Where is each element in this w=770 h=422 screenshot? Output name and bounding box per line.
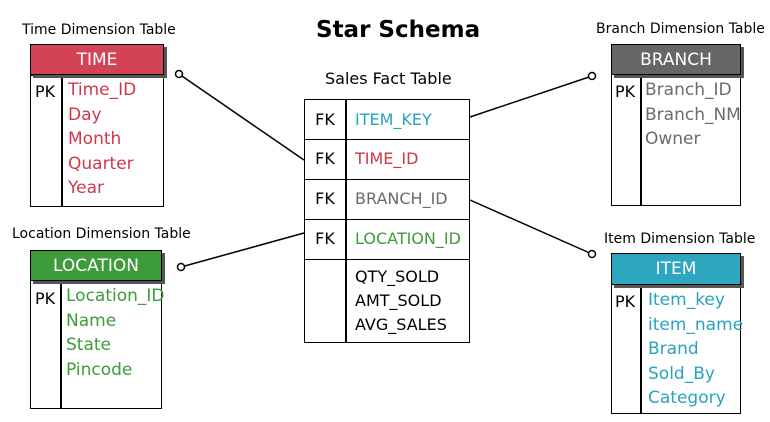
item-fields: Item_key item_name Brand Sold_By Categor… — [648, 288, 743, 411]
location-pk-label: PK — [35, 289, 56, 308]
location-field-state: State — [66, 335, 111, 355]
fact-measures: QTY_SOLD AMT_SOLD AVG_SALES — [355, 265, 447, 337]
branch-fields: Branch_ID Branch_NM Owner — [645, 78, 741, 152]
branch-pk-label: PK — [615, 82, 636, 101]
fact-table: FK ITEM_KEY FK TIME_ID FK BRANCH_ID FK L… — [304, 99, 470, 343]
item-field-category: Category — [648, 388, 726, 408]
fact-table-caption: Sales Fact Table — [325, 69, 452, 88]
item-field-item-name: item_name — [648, 314, 744, 335]
branch-field-owner: Owner — [645, 129, 701, 149]
connector-location-end — [176, 262, 186, 272]
fact-row-key: FK — [315, 109, 335, 129]
location-table-header: LOCATION — [30, 250, 162, 281]
item-field-sold-by: Sold_By — [648, 363, 715, 384]
branch-column-divider — [640, 75, 642, 205]
fact-row-item-key: FK ITEM_KEY — [305, 99, 469, 141]
fact-column-divider — [345, 260, 347, 342]
location-dimension-table: PK Location_ID Name State Pincode — [30, 280, 165, 409]
item-table-header: ITEM — [611, 253, 741, 285]
item-column-divider — [640, 285, 642, 413]
connector-item-end — [587, 71, 597, 81]
fact-field-item-key: ITEM_KEY — [355, 109, 432, 129]
branch-table-caption: Branch Dimension Table — [596, 21, 765, 37]
connector-time-end — [174, 69, 184, 79]
fact-row-key: FK — [315, 229, 335, 248]
fact-row-location-id: FK LOCATION_ID — [305, 219, 469, 260]
fact-row-time-id: FK TIME_ID — [305, 139, 469, 180]
time-field-quarter: Quarter — [68, 153, 134, 174]
connector-branch-end — [587, 249, 597, 259]
branch-dimension-table: PK Branch_ID Branch_NM Owner — [611, 74, 741, 206]
time-dimension-table: PK Time_ID Day Month Quarter Year — [30, 75, 164, 207]
time-table-caption: Time Dimension Table — [22, 22, 176, 38]
fact-field-branch-id: BRANCH_ID — [355, 189, 448, 208]
diagram-title: Star Schema — [316, 17, 481, 43]
location-field-name: Name — [66, 310, 117, 331]
connector-time — [178, 73, 305, 161]
time-field-day: Day — [68, 104, 102, 125]
connector-item — [469, 75, 593, 118]
time-field-time-id: Time_ID — [68, 80, 137, 100]
fact-row-branch-id: FK BRANCH_ID — [305, 179, 469, 220]
item-table-caption: Item Dimension Table — [604, 231, 756, 247]
measure-qty-sold: QTY_SOLD — [355, 267, 440, 286]
location-table-caption: Location Dimension Table — [12, 226, 191, 242]
time-fields: Time_ID Day Month Quarter Year — [68, 78, 136, 201]
item-field-item-key: Item_key — [648, 290, 725, 310]
fact-field-time-id: TIME_ID — [355, 149, 419, 168]
fact-row-key: FK — [315, 149, 335, 168]
location-field-pincode: Pincode — [66, 359, 133, 380]
time-field-year: Year — [68, 178, 104, 198]
time-pk-label: PK — [35, 82, 56, 101]
fact-column-divider — [345, 100, 347, 260]
time-table-header: TIME — [30, 44, 164, 75]
item-dimension-table: PK Item_key item_name Brand Sold_By Cate… — [611, 284, 743, 414]
fact-field-location-id: LOCATION_ID — [355, 229, 461, 248]
location-fields: Location_ID Name State Pincode — [66, 284, 165, 382]
fact-measures-row: QTY_SOLD AMT_SOLD AVG_SALES — [305, 259, 469, 342]
branch-field-branch-nm: Branch_NM — [645, 104, 741, 125]
measure-avg-sales: AVG_SALES — [355, 315, 447, 334]
measure-amt-sold: AMT_SOLD — [355, 291, 442, 310]
fact-row-key: FK — [315, 189, 335, 208]
time-column-divider — [61, 76, 63, 206]
connector-location — [180, 232, 305, 268]
location-field-location-id: Location_ID — [66, 286, 165, 306]
location-column-divider — [60, 281, 62, 408]
time-field-month: Month — [68, 129, 122, 149]
item-field-brand: Brand — [648, 339, 699, 359]
branch-field-branch-id: Branch_ID — [645, 80, 732, 100]
connector-branch — [469, 199, 593, 255]
item-pk-label: PK — [615, 292, 636, 311]
branch-table-header: BRANCH — [611, 44, 741, 75]
